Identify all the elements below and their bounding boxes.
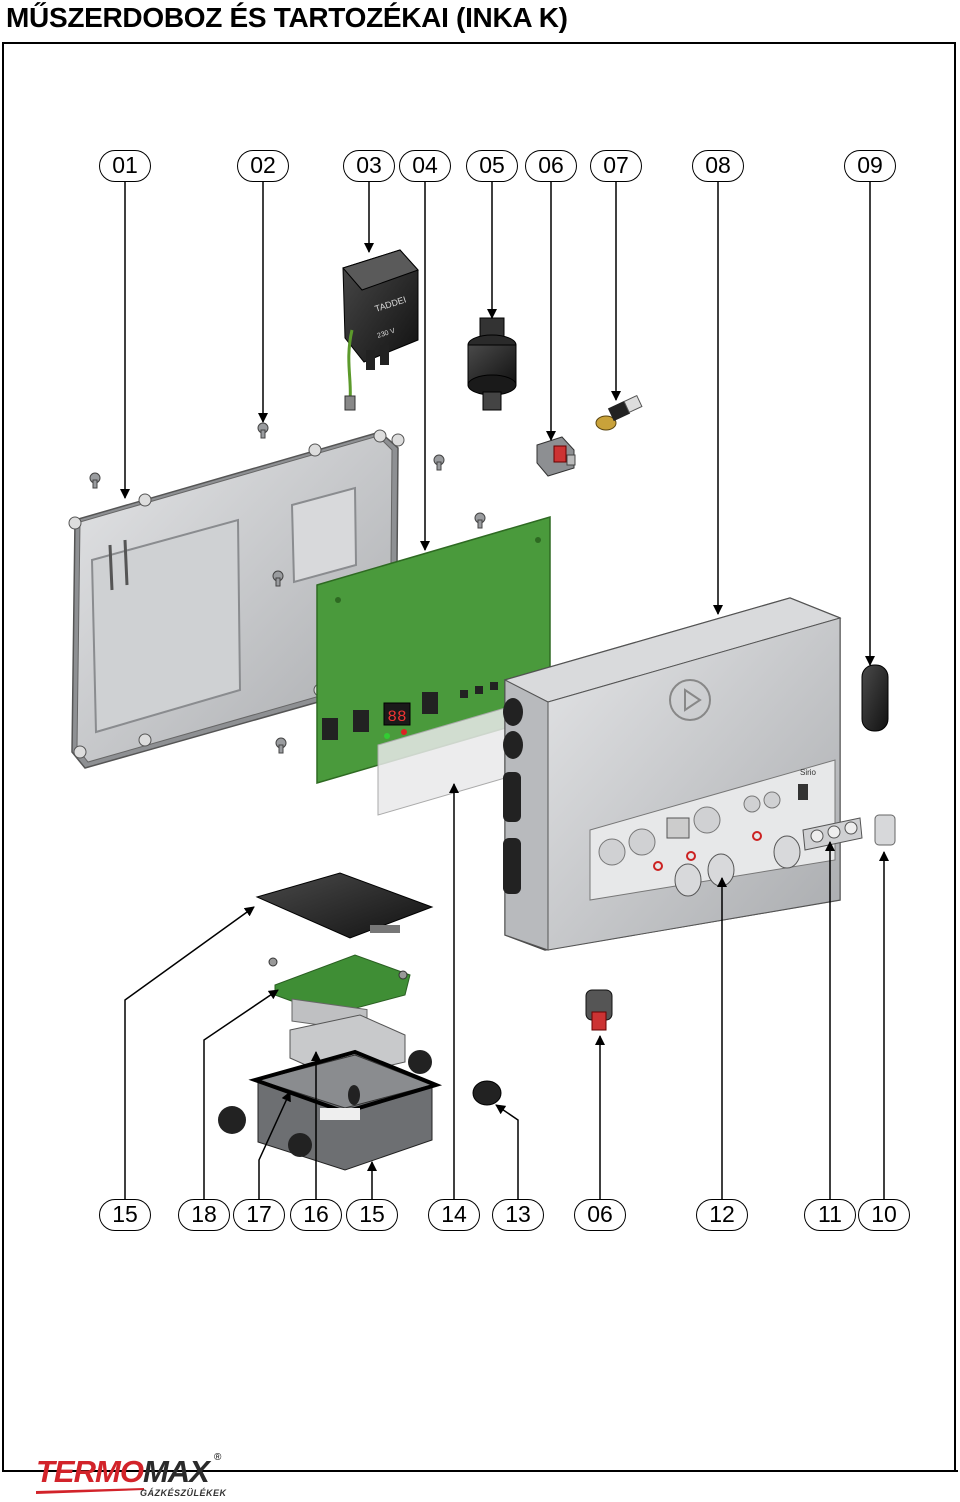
pressure-switch [467, 317, 517, 411]
grommet-large [861, 664, 889, 732]
screws [89, 422, 486, 754]
callout-06: 06 [525, 150, 577, 182]
callout-04: 04 [399, 150, 451, 182]
callout-07: 07 [590, 150, 642, 182]
logo-swoosh [36, 1488, 144, 1494]
callout-06b: 06 [574, 1199, 626, 1231]
panel-label: Sirio [800, 768, 817, 777]
seven-seg-display: 88 [387, 708, 406, 726]
logo-registered-mark: ® [214, 1452, 222, 1463]
page-title: MŰSZERDOBOZ ÉS TARTOZÉKAI (INKA K) [6, 2, 568, 33]
callout-16: 16 [290, 1199, 342, 1231]
callout-02: 02 [237, 150, 289, 182]
callout-08: 08 [692, 150, 744, 182]
thermostat [595, 394, 643, 431]
callout-18: 18 [178, 1199, 230, 1231]
button-cap [874, 814, 896, 846]
callout-17: 17 [233, 1199, 285, 1231]
switch-top [536, 436, 576, 477]
callout-15a: 15 [99, 1199, 151, 1231]
junction-box [218, 1049, 443, 1171]
callout-09: 09 [844, 150, 896, 182]
logo-dark-part: MAX [142, 1454, 210, 1489]
termomax-logo: TERMOMAX [36, 1454, 210, 1489]
logo-red-part: TERMO [36, 1454, 144, 1489]
callout-03: 03 [343, 150, 395, 182]
relay: TADDEI 230 V [342, 249, 419, 411]
callout-01: 01 [99, 150, 151, 182]
callout-13: 13 [492, 1199, 544, 1231]
leader-lines [120, 182, 889, 1199]
cover-plate [68, 429, 405, 769]
callout-10: 10 [858, 1199, 910, 1231]
callout-11: 11 [804, 1199, 856, 1231]
grommet-small [472, 1080, 502, 1106]
control-housing: Sirio [503, 597, 842, 951]
callout-05: 05 [466, 150, 518, 182]
callout-14: 14 [428, 1199, 480, 1231]
logo-subtitle: GÁZKÉSZÜLÉKEK [140, 1488, 227, 1498]
junction-box-lid [255, 872, 434, 939]
callout-15b: 15 [346, 1199, 398, 1231]
switch-bottom [585, 989, 613, 1031]
callout-12: 12 [696, 1199, 748, 1231]
button-strip [802, 817, 863, 851]
